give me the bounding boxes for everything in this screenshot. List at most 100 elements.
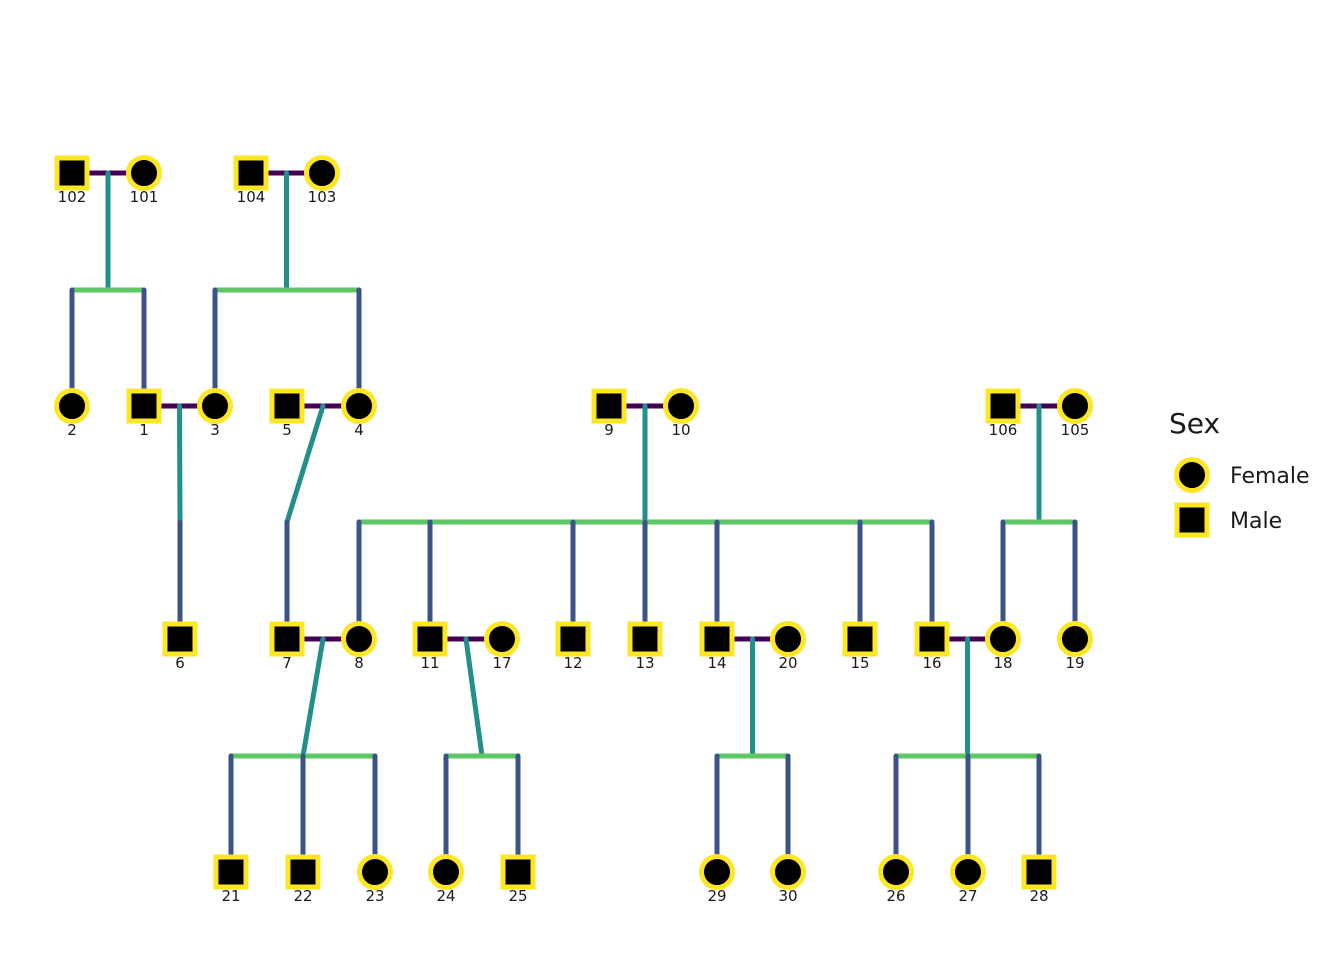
male-square-symbol [126, 388, 162, 424]
individual-102: 102 [54, 155, 90, 206]
male-square-symbol [285, 854, 321, 890]
individual-id-label: 27 [958, 887, 977, 905]
legend-label: Male [1230, 509, 1282, 534]
relationship-lines [69, 170, 1078, 875]
individual-id-label: 22 [293, 887, 312, 905]
individual-15: 15 [842, 621, 878, 672]
female-circle-symbol [663, 388, 699, 424]
individual-8: 8 [341, 621, 377, 672]
individual-13: 13 [627, 621, 663, 672]
individual-14: 14 [699, 621, 735, 672]
female-circle-symbol [341, 388, 377, 424]
individual-29: 29 [699, 854, 735, 905]
individual-20: 20 [770, 621, 806, 672]
individual-10: 10 [663, 388, 699, 439]
female-circle-symbol [304, 155, 340, 191]
individual-id-label: 25 [508, 887, 527, 905]
female-circle-symbol [126, 155, 162, 191]
female-circle-symbol [985, 621, 1021, 657]
individual-16: 16 [914, 621, 950, 672]
individual-id-label: 23 [365, 887, 384, 905]
female-circle-symbol [699, 854, 735, 890]
individual-6: 6 [162, 621, 198, 672]
individual-id-label: 1 [139, 421, 149, 439]
individual-4: 4 [341, 388, 377, 439]
individual-30: 30 [770, 854, 806, 905]
female-circle-symbol [770, 854, 806, 890]
individual-id-label: 106 [989, 421, 1018, 439]
descent-line [284, 403, 326, 525]
female-circle-symbol [484, 621, 520, 657]
individual-103: 103 [304, 155, 340, 206]
male-square-symbol [233, 155, 269, 191]
individual-21: 21 [213, 854, 249, 905]
individual-id-label: 6 [175, 654, 185, 672]
female-circle-symbol [428, 854, 464, 890]
legend-label: Female [1230, 464, 1310, 489]
individual-5: 5 [269, 388, 305, 439]
individual-id-label: 10 [671, 421, 690, 439]
female-circle-symbol [878, 854, 914, 890]
male-square-symbol [269, 621, 305, 657]
female-circle-symbol [950, 854, 986, 890]
individual-id-label: 30 [778, 887, 797, 905]
female-circle-symbol [1057, 621, 1093, 657]
individual-2: 2 [54, 388, 90, 439]
male-square-symbol [627, 621, 663, 657]
male-square-symbol [269, 388, 305, 424]
female-circle-symbol [770, 621, 806, 657]
individual-104: 104 [233, 155, 269, 206]
legend-male-square-symbol [1174, 502, 1210, 538]
individual-22: 22 [285, 854, 321, 905]
male-square-symbol [699, 621, 735, 657]
individual-24: 24 [428, 854, 464, 905]
individual-id-label: 14 [707, 654, 726, 672]
individual-id-label: 19 [1065, 654, 1084, 672]
individual-1: 1 [126, 388, 162, 439]
female-circle-symbol [357, 854, 393, 890]
individual-id-label: 101 [130, 188, 159, 206]
male-square-symbol [914, 621, 950, 657]
individual-id-label: 26 [886, 887, 905, 905]
individual-26: 26 [878, 854, 914, 905]
individual-28: 28 [1021, 854, 1057, 905]
male-square-symbol [412, 621, 448, 657]
individual-id-label: 3 [210, 421, 220, 439]
individual-id-label: 105 [1061, 421, 1090, 439]
individual-id-label: 102 [58, 188, 87, 206]
individual-id-label: 16 [922, 654, 941, 672]
individual-id-label: 9 [604, 421, 614, 439]
female-circle-symbol [341, 621, 377, 657]
male-square-symbol [555, 621, 591, 657]
individual-23: 23 [357, 854, 393, 905]
individual-id-label: 15 [850, 654, 869, 672]
individual-id-label: 24 [436, 887, 455, 905]
male-square-symbol [591, 388, 627, 424]
descent-line [300, 636, 326, 759]
individual-3: 3 [197, 388, 233, 439]
individual-id-label: 17 [492, 654, 511, 672]
legend-female-circle-symbol [1174, 457, 1210, 493]
individual-id-label: 28 [1029, 887, 1048, 905]
individual-id-label: 7 [282, 654, 292, 672]
female-circle-symbol [54, 388, 90, 424]
individual-id-label: 18 [993, 654, 1012, 672]
descent-line [463, 636, 485, 759]
individual-11: 11 [412, 621, 448, 672]
individual-id-label: 104 [237, 188, 266, 206]
male-square-symbol [985, 388, 1021, 424]
individual-id-label: 13 [635, 654, 654, 672]
individual-id-label: 4 [354, 421, 364, 439]
legend-item-male: Male [1174, 502, 1282, 538]
individual-id-label: 20 [778, 654, 797, 672]
male-square-symbol [500, 854, 536, 890]
descent-line [177, 403, 183, 525]
individual-17: 17 [484, 621, 520, 672]
male-square-symbol [213, 854, 249, 890]
individual-id-label: 12 [563, 654, 582, 672]
legend-title: Sex [1169, 407, 1220, 440]
